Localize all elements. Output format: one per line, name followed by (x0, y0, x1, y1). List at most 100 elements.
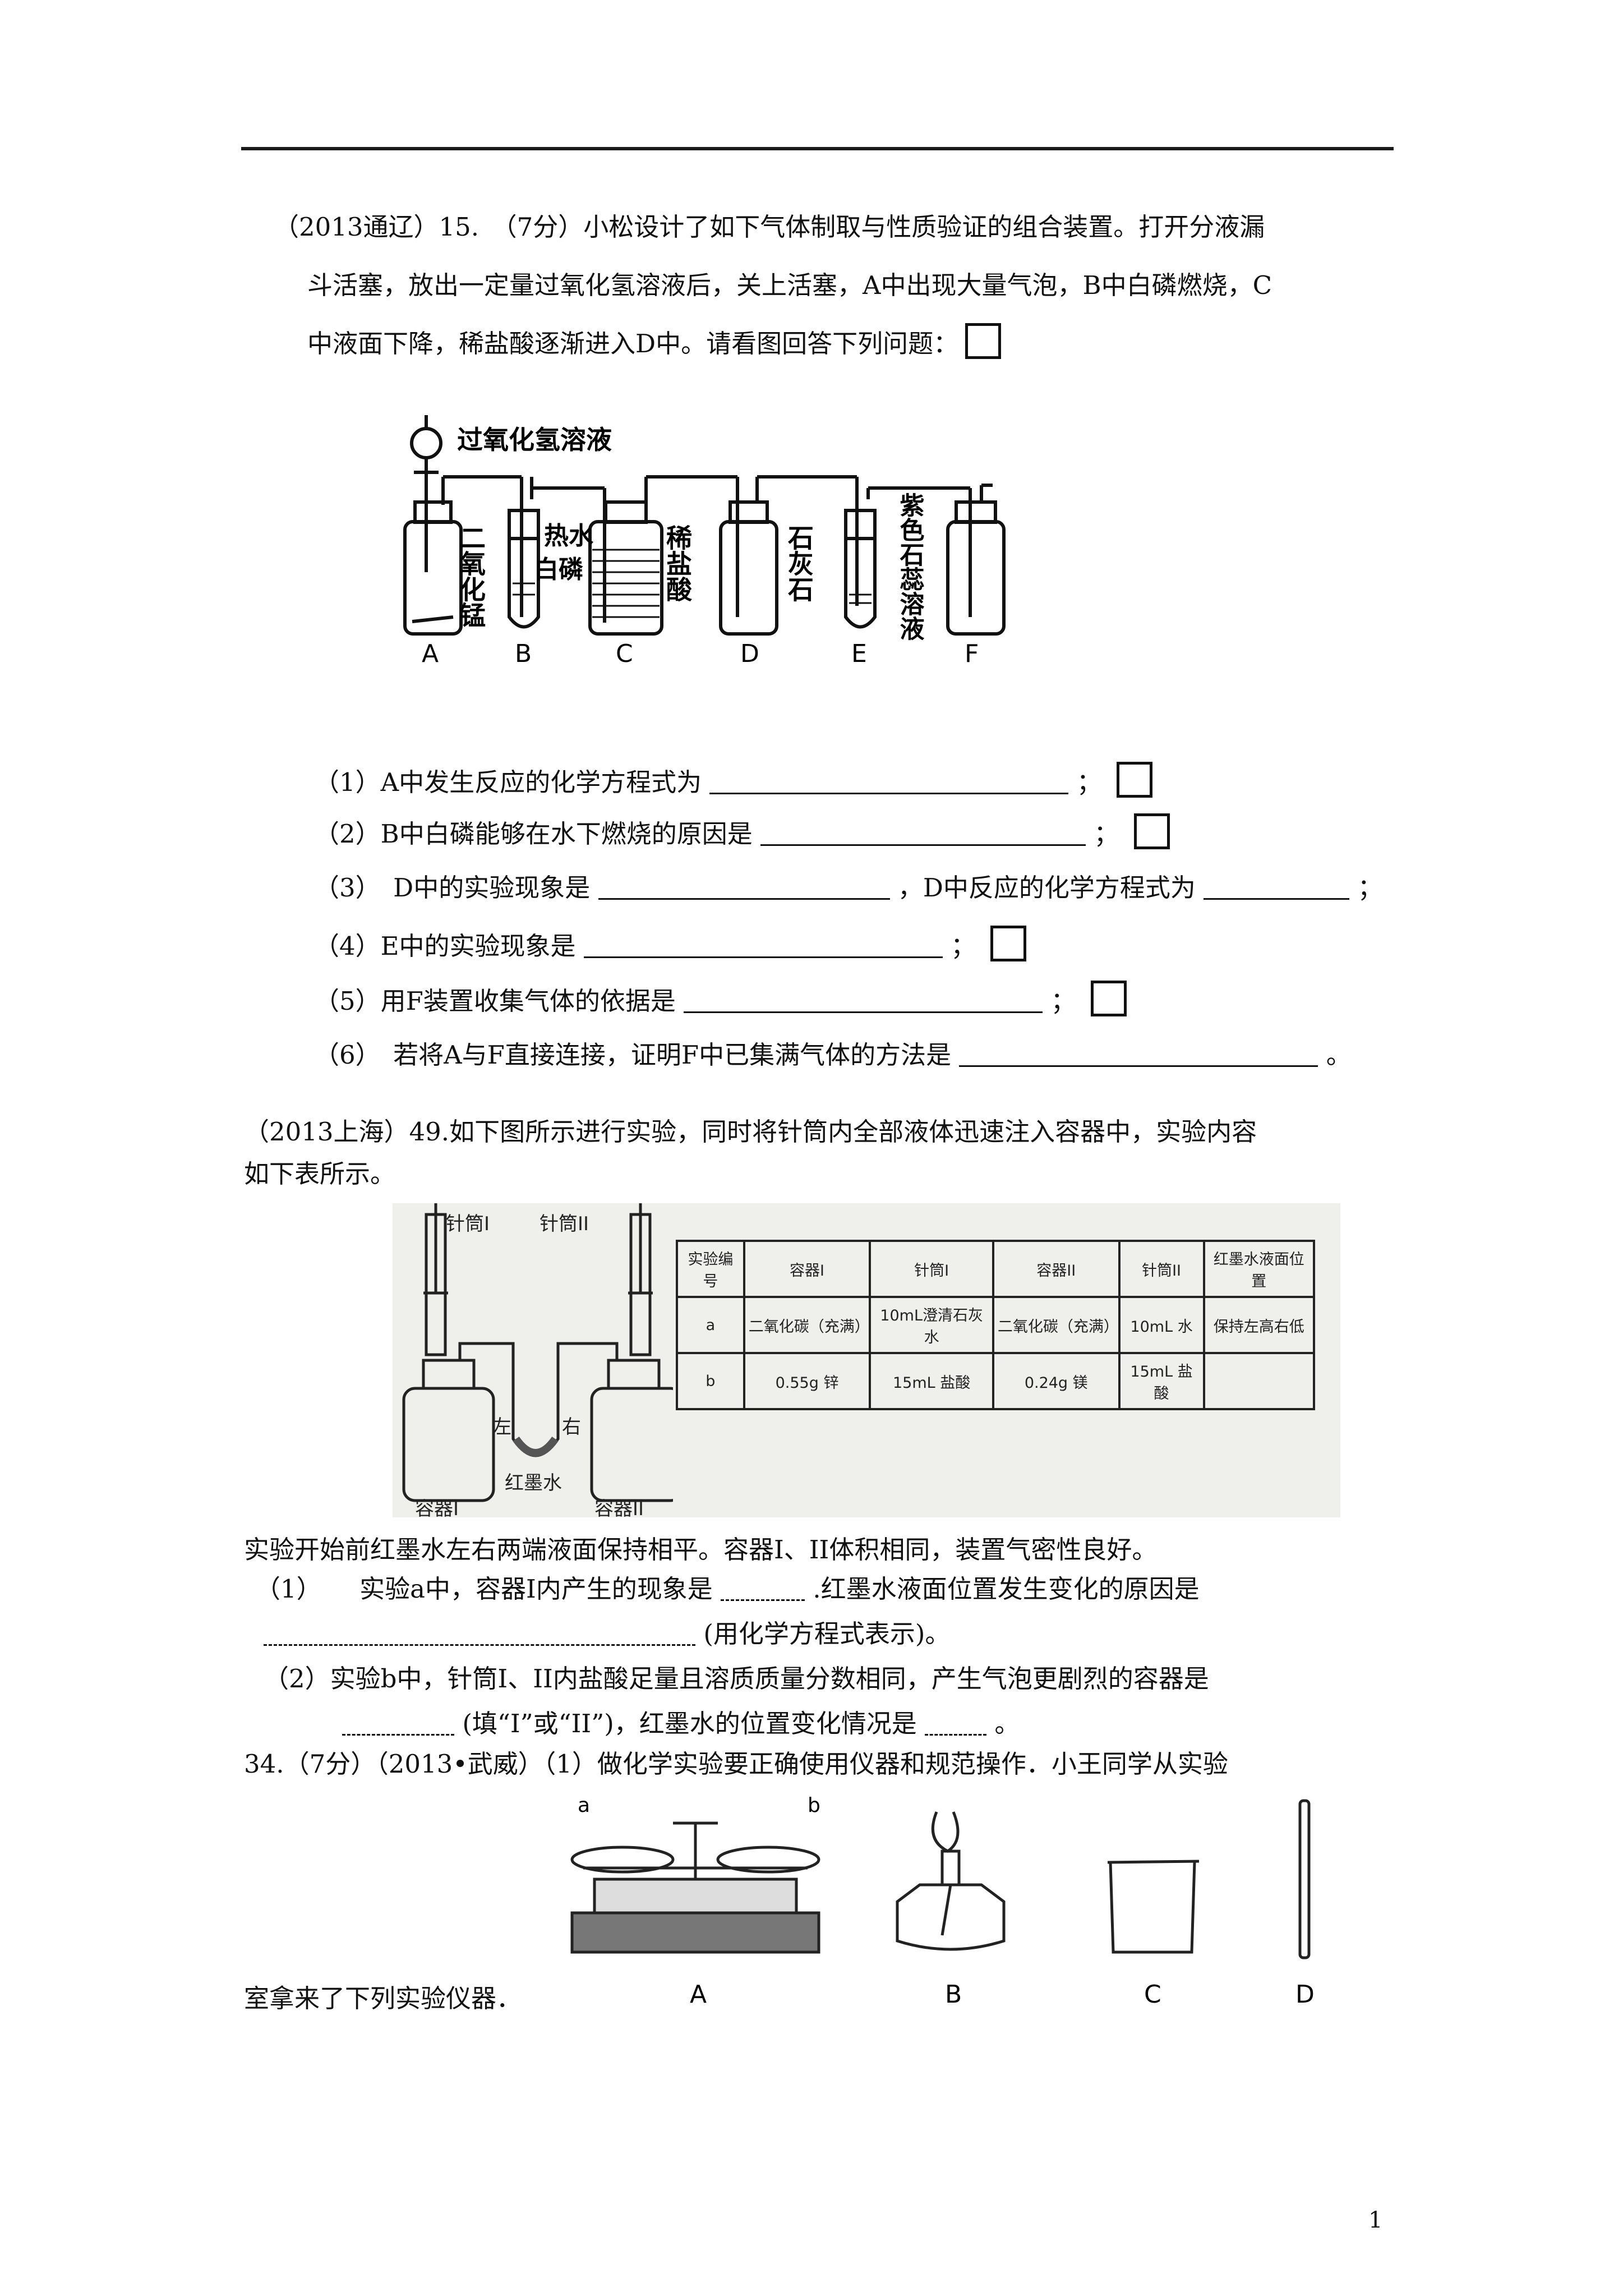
label-limestone: 石灰石 (784, 524, 814, 602)
table-cell: 0.55g 锌 (743, 1352, 872, 1410)
table-cell: 0.24g 镁 (992, 1352, 1121, 1410)
q15-sub-3: （3） D中的实验现象是 ，D中反应的化学方程式为 ； (314, 869, 1383, 907)
letter-f: F (965, 639, 979, 668)
table-header-cell: 针筒I (869, 1240, 994, 1298)
label-pan-b: b (808, 1794, 820, 1817)
answer-blank[interactable] (760, 816, 1086, 846)
q15-apparatus-figure: 过氧化氢溶液 二氧化锰 热水 白磷 稀盐酸 石灰石 紫色石蕊溶液 A B C D… (403, 415, 1006, 668)
semicolon: ； (1076, 767, 1102, 797)
label-container-1: 容器I (415, 1498, 459, 1517)
q49-line-2: 如下表所示。 (244, 1159, 396, 1189)
table-cell: a (676, 1296, 745, 1354)
q15-sub-3-text-b: ，D中反应的化学方程式为 (897, 873, 1196, 903)
instrument-label-c: C (1144, 1980, 1161, 2009)
q49-sub-1-text-b: .红墨水液面位置发生变化的原因是 (813, 1574, 1200, 1604)
table-cell: 15mL 盐酸 (869, 1352, 994, 1410)
table-header-cell: 容器II (992, 1240, 1121, 1298)
label-syringe-2: 针筒II (540, 1213, 589, 1235)
q15-line-2: 斗活塞，放出一定量过氧化氢溶液后，关上活塞，A中出现大量气泡，B中白磷燃烧，C (307, 270, 1272, 300)
table-cell: b (676, 1352, 745, 1410)
q49-apparatus-figure: 针筒I 针筒II 左 右 红墨水 容器I 容器II (402, 1203, 673, 1517)
label-right: 右 (562, 1416, 581, 1438)
answer-blank[interactable] (583, 928, 943, 958)
instrument-label-d: D (1295, 1980, 1315, 2009)
table-cell: 二氧化碳（充满） (992, 1296, 1121, 1354)
answer-blank[interactable] (1204, 870, 1350, 900)
answer-blank[interactable] (721, 1571, 805, 1601)
q49-sub-1-text-c: (用化学方程式表示)。 (703, 1619, 951, 1649)
label-mno2: 二氧化锰 (456, 524, 486, 628)
answer-blank[interactable] (925, 1706, 987, 1736)
answer-blank[interactable] (264, 1616, 695, 1646)
semicolon: ； (1050, 986, 1076, 1016)
label-h2o2: 过氧化氢溶液 (457, 425, 612, 455)
q15-line-3: 中液面下降，稀盐酸逐渐进入D中。请看图回答下列问题： (307, 323, 1002, 362)
q49-sub-1-text-a: （1） 实验a中，容器I内产生的现象是 (255, 1574, 713, 1604)
table-cell: 15mL 盐酸 (1118, 1352, 1205, 1410)
label-white-phosphorus: 白磷 (534, 555, 583, 584)
table-row: b 0.55g 锌 15mL 盐酸 0.24g 镁 15mL 盐酸 (676, 1352, 1316, 1410)
table-cell: 二氧化碳（充满） (743, 1296, 872, 1354)
header-rule (241, 147, 1394, 150)
page-number: 1 (1368, 2207, 1383, 2233)
q49-sub-1: （1） 实验a中，容器I内产生的现象是 .红墨水液面位置发生变化的原因是 (255, 1571, 1200, 1608)
q49-sub-2-text-c: 。 (994, 1709, 1020, 1738)
instrument-label-a: A (690, 1980, 707, 2009)
q49-setup-note: 实验开始前红墨水左右两端液面保持相平。容器I、II体积相同，装置气密性良好。 (244, 1535, 1158, 1565)
q15-line-3-text: 中液面下降，稀盐酸逐渐进入D中。请看图回答下列问题： (307, 329, 959, 358)
answer-blank[interactable] (684, 983, 1043, 1013)
label-container-2: 容器II (594, 1498, 644, 1517)
answer-blank[interactable] (959, 1037, 1318, 1067)
letter-b: B (515, 639, 532, 668)
answer-blank[interactable] (709, 765, 1069, 794)
table-header-cell: 针筒II (1118, 1240, 1205, 1298)
q15-sub-4: （4）E中的实验现象是 ； (314, 926, 1027, 965)
answer-box[interactable] (965, 323, 1002, 359)
label-hot-water: 热水 (544, 522, 594, 550)
semicolon: ； (1094, 819, 1119, 849)
label-red-ink: 红墨水 (505, 1472, 562, 1494)
table-header-row: 实验编号 容器I 针筒I 容器II 针筒II 红墨水液面位置 (676, 1240, 1316, 1298)
letter-c: C (616, 639, 633, 668)
answer-box[interactable] (1117, 762, 1153, 798)
table-cell: 10mL澄清石灰水 (869, 1296, 994, 1354)
table-row: a 二氧化碳（充满） 10mL澄清石灰水 二氧化碳（充满） 10mL 水 保持左… (676, 1296, 1316, 1354)
label-left: 左 (492, 1416, 511, 1438)
label-pan-a: a (578, 1794, 590, 1817)
table-header-cell: 红墨水液面位置 (1202, 1240, 1316, 1298)
q15-sub-2-text: （2）B中白磷能够在水下燃烧的原因是 (314, 819, 753, 849)
q34-line-1: 34.（7分）（2013•武威）（1）做化学实验要正确使用仪器和规范操作．小王同… (244, 1749, 1228, 1779)
q34-line-2: 室拿来了下列实验仪器． (244, 1984, 522, 2013)
experiment-table: 实验编号 容器I 针筒I 容器II 针筒II 红墨水液面位置 a 二氧化碳（充满… (676, 1240, 1316, 1410)
table-header-cell: 实验编号 (676, 1240, 745, 1298)
q15-sub-2: （2）B中白磷能够在水下燃烧的原因是 ； (314, 813, 1170, 853)
q15-sub-3-text-a: （3） D中的实验现象是 (314, 873, 591, 903)
semicolon: ； (951, 931, 976, 961)
q15-sub-6: （6） 若将A与F直接连接，证明F中已集满气体的方法是 。 (314, 1037, 1352, 1074)
label-syringe-1: 针筒I (446, 1213, 490, 1235)
answer-blank[interactable] (598, 870, 890, 900)
answer-box[interactable] (990, 926, 1027, 961)
label-hcl: 稀盐酸 (662, 524, 693, 602)
table-cell: 保持左高右低 (1202, 1296, 1316, 1354)
instrument-label-b: B (945, 1980, 962, 2009)
period: 。 (1326, 1040, 1352, 1070)
answer-blank[interactable] (342, 1706, 454, 1736)
q15-sub-5: （5）用F装置收集气体的依据是 ； (314, 981, 1127, 1020)
q49-sub-2-text-b: (填“I”或“II”)，红墨水的位置变化情况是 (462, 1709, 917, 1738)
q15-sub-5-text: （5）用F装置收集气体的依据是 (314, 986, 676, 1016)
letter-e: E (851, 639, 867, 668)
letter-d: D (740, 639, 759, 668)
table-header-cell: 容器I (743, 1240, 872, 1298)
q15-sub-1-text: （1）A中发生反应的化学方程式为 (314, 767, 702, 797)
q15-line-1: （2013通辽）15. （7分）小松设计了如下气体制取与性质验证的组合装置。打开… (274, 212, 1265, 242)
q34-instruments-figure: a b A B C D (570, 1794, 1315, 2009)
answer-box[interactable] (1090, 981, 1127, 1016)
table-cell: 10mL 水 (1118, 1296, 1205, 1354)
q49-line-1: （2013上海）49.如下图所示进行实验，同时将针筒内全部液体迅速注入容器中，实… (244, 1117, 1257, 1147)
answer-box[interactable] (1133, 813, 1170, 849)
q49-sub-2-continued: (填“I”或“II”)，红墨水的位置变化情况是 。 (342, 1705, 1020, 1742)
q15-sub-1: （1）A中发生反应的化学方程式为 ； (314, 762, 1153, 801)
q15-sub-6-text: （6） 若将A与F直接连接，证明F中已集满气体的方法是 (314, 1040, 952, 1070)
table-cell (1202, 1352, 1316, 1410)
